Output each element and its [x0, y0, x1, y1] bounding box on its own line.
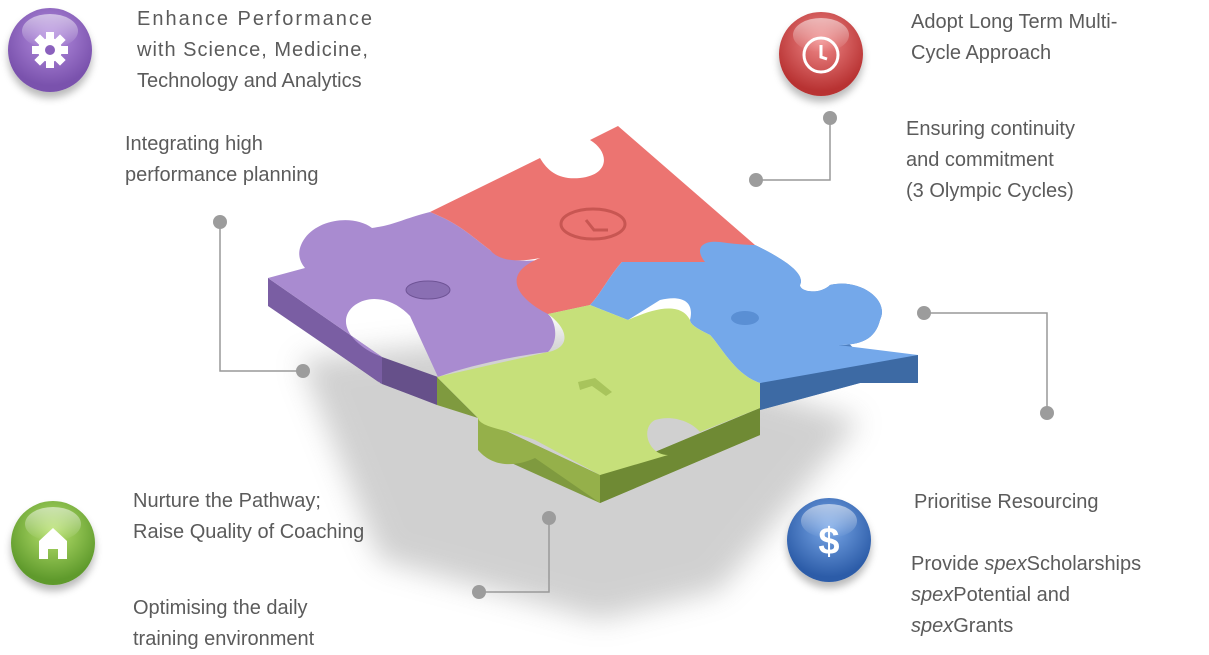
clock-icon — [802, 36, 840, 74]
science-desc-line: Integrating high — [125, 133, 263, 155]
puzzle-piece-red — [430, 126, 755, 314]
dollar-icon: $ — [818, 521, 839, 563]
pathway-title-line: Nurture the Pathway; — [133, 490, 321, 512]
resourcing-desc-em: spex — [911, 615, 954, 637]
cycle-title-line: Adopt Long Term Multi- — [911, 11, 1118, 33]
pathway-desc-line: Optimising the daily — [133, 597, 308, 619]
resourcing-desc-rest: Potential and — [953, 584, 1071, 606]
puzzle-piece-blue — [590, 241, 918, 410]
cycle-desc-line: and commitment — [906, 149, 1054, 171]
dollar-icon — [731, 311, 759, 325]
resourcing-desc-rest: Scholarships — [1026, 553, 1142, 575]
science-title-line: Technology and Analytics — [137, 70, 362, 92]
home-icon — [578, 378, 612, 396]
cycle-title-line: Cycle Approach — [911, 42, 1052, 64]
resourcing-desc-line: Provide spexScholarships — [911, 549, 1141, 580]
gear-icon — [405, 280, 451, 300]
resourcing-desc-prefix: Provide — [911, 553, 985, 575]
dollar-badge: $ — [787, 498, 871, 582]
pathway-title-line: Raise Quality of Coaching — [133, 521, 365, 543]
resourcing-desc-line: spexPotential and — [911, 580, 1141, 611]
pathway-desc-line: training environment — [133, 628, 315, 650]
home-badge — [11, 501, 95, 585]
resourcing-desc-rest: Grants — [953, 615, 1014, 637]
puzzle-piece-green — [437, 305, 760, 503]
science-desc: Integrating high performance planning — [125, 129, 318, 191]
connector-dots — [213, 111, 1054, 599]
clock-icon — [559, 207, 627, 241]
resourcing-desc: Provide spexScholarships spexPotential a… — [911, 549, 1141, 642]
resourcing-desc-line: spexGrants — [911, 611, 1141, 642]
science-title: Enhance Performance with Science, Medici… — [137, 4, 374, 97]
home-icon — [39, 528, 67, 559]
clock-badge — [779, 12, 863, 96]
science-desc-line: performance planning — [125, 164, 319, 186]
pathway-desc: Optimising the daily training environmen… — [133, 593, 314, 655]
puzzle-piece-purple — [268, 212, 590, 405]
cycle-desc-line: Ensuring continuity — [906, 118, 1075, 140]
cycle-desc: Ensuring continuity and commitment (3 Ol… — [906, 114, 1075, 207]
resourcing-desc-em: spex — [911, 584, 954, 606]
gear-badge — [8, 8, 92, 92]
gear-icon — [32, 32, 68, 68]
resourcing-desc-em: spex — [984, 553, 1027, 575]
science-title-line: with Science, Medicine, — [137, 39, 369, 61]
resourcing-title: Prioritise Resourcing — [914, 491, 1099, 513]
svg-text:$: $ — [818, 521, 839, 563]
pathway-title: Nurture the Pathway; Raise Quality of Co… — [133, 486, 364, 548]
connector-lines — [219, 118, 1048, 593]
cycle-title: Adopt Long Term Multi- Cycle Approach — [911, 7, 1117, 69]
cycle-desc-line: (3 Olympic Cycles) — [906, 180, 1074, 202]
science-title-line: Enhance Performance — [137, 8, 375, 30]
